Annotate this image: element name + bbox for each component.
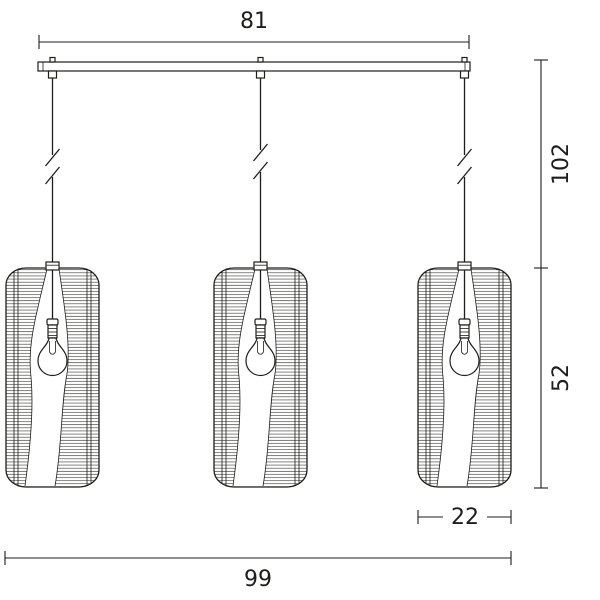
dim-bar-width-label: 81 [240, 9, 268, 34]
lamp-shade-3 [417, 261, 512, 488]
cord-grip-2 [255, 70, 266, 79]
bar-nub-1 [49, 56, 56, 63]
cord-1 [44, 78, 61, 263]
dim-drop-height: 102 [534, 59, 574, 269]
bar-nub-2 [257, 56, 264, 63]
dim-bar-width: 81 [38, 9, 470, 49]
dim-shade-width: 22 [417, 505, 512, 530]
dim-shade-height: 52 [534, 268, 574, 489]
dim-total-width: 99 [4, 551, 512, 592]
bar-nub-3 [461, 56, 468, 63]
lamp-shade-2 [213, 261, 308, 488]
dim-drop-height-label: 102 [549, 143, 574, 185]
cord-grip-3 [459, 70, 470, 79]
dim-shade-height-label: 52 [549, 364, 574, 392]
cord-3 [456, 78, 473, 263]
cord-grip-1 [47, 70, 58, 79]
lamp-shade-1 [5, 261, 100, 488]
dim-shade-width-label: 22 [451, 505, 479, 530]
ceiling-bar [37, 56, 471, 79]
dim-total-width-label: 99 [244, 567, 272, 592]
cord-2 [252, 78, 269, 263]
